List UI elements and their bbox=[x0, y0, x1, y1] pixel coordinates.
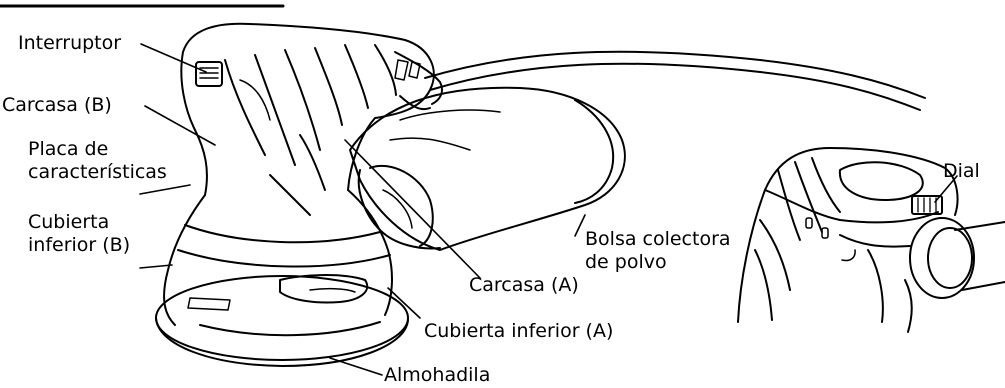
label-interruptor: Interruptor bbox=[18, 32, 121, 54]
switch bbox=[196, 62, 222, 86]
label-dial: Dial bbox=[943, 160, 980, 182]
label-almohadilla: Almohadila bbox=[384, 364, 490, 386]
label-bolsa-line1: Bolsa colectora bbox=[585, 228, 731, 250]
label-carcasa-a: Carcasa (A) bbox=[469, 274, 579, 296]
power-cord bbox=[425, 52, 925, 98]
dust-bag bbox=[350, 88, 625, 250]
main-sander-drawing bbox=[156, 24, 925, 366]
label-cubierta-b-line1: Cubierta bbox=[28, 211, 109, 233]
label-placa-line2: características bbox=[28, 161, 167, 183]
label-cubierta-b-line2: inferior (B) bbox=[28, 234, 130, 256]
label-bolsa-line2: de polvo bbox=[585, 251, 667, 273]
housing-a bbox=[183, 24, 434, 190]
lower-cover-b bbox=[164, 195, 205, 325]
label-cubierta-a: Cubierta inferior (A) bbox=[424, 320, 613, 342]
pad bbox=[156, 276, 408, 360]
label-carcasa-b: Carcasa (B) bbox=[2, 94, 112, 116]
label-placa-line1: Placa de bbox=[28, 138, 108, 160]
